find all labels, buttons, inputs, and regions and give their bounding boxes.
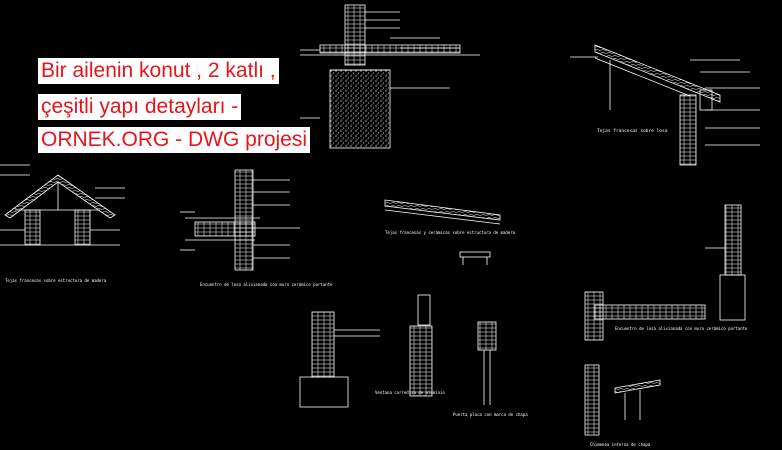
- caption-chimney: Chimenea interna de chapa: [590, 442, 651, 447]
- window-wall-detail: [299, 294, 433, 408]
- caption-slab-right: Encuentro de losa alivianada con muro ce…: [615, 326, 748, 331]
- title-line-1: Bir ailenin konut , 2 katlı ,: [38, 58, 279, 84]
- caption-roof-right: Tejas francesas sobre losa: [597, 128, 668, 134]
- roof-wood-detail: [0, 164, 125, 246]
- slab-right-detail: [584, 204, 746, 341]
- roof-slab-detail: [570, 44, 760, 166]
- foundation-detail: [300, 4, 480, 149]
- caption-roof-mid: Tejas francesas y cerámicas sobre estruc…: [385, 230, 516, 235]
- roof-mid-detail: [384, 199, 501, 265]
- title-line-2: çeşitli yapı detayları -: [38, 94, 242, 120]
- door-detail: [477, 321, 497, 405]
- caption-slab-center: Encuentro de losa alivianada con muro ce…: [200, 282, 333, 287]
- caption-window: Ventana corrediza de aluminio: [375, 390, 445, 395]
- title-line-3: ORNEK.ORG - DWG projesi: [38, 127, 311, 153]
- slab-wall-detail: [180, 169, 300, 271]
- caption-door: Puerta placa con marco de chapa: [453, 412, 528, 417]
- caption-roof-left: Tejas francesas sobre estructura de made…: [5, 278, 107, 283]
- chimney-detail: [584, 364, 661, 436]
